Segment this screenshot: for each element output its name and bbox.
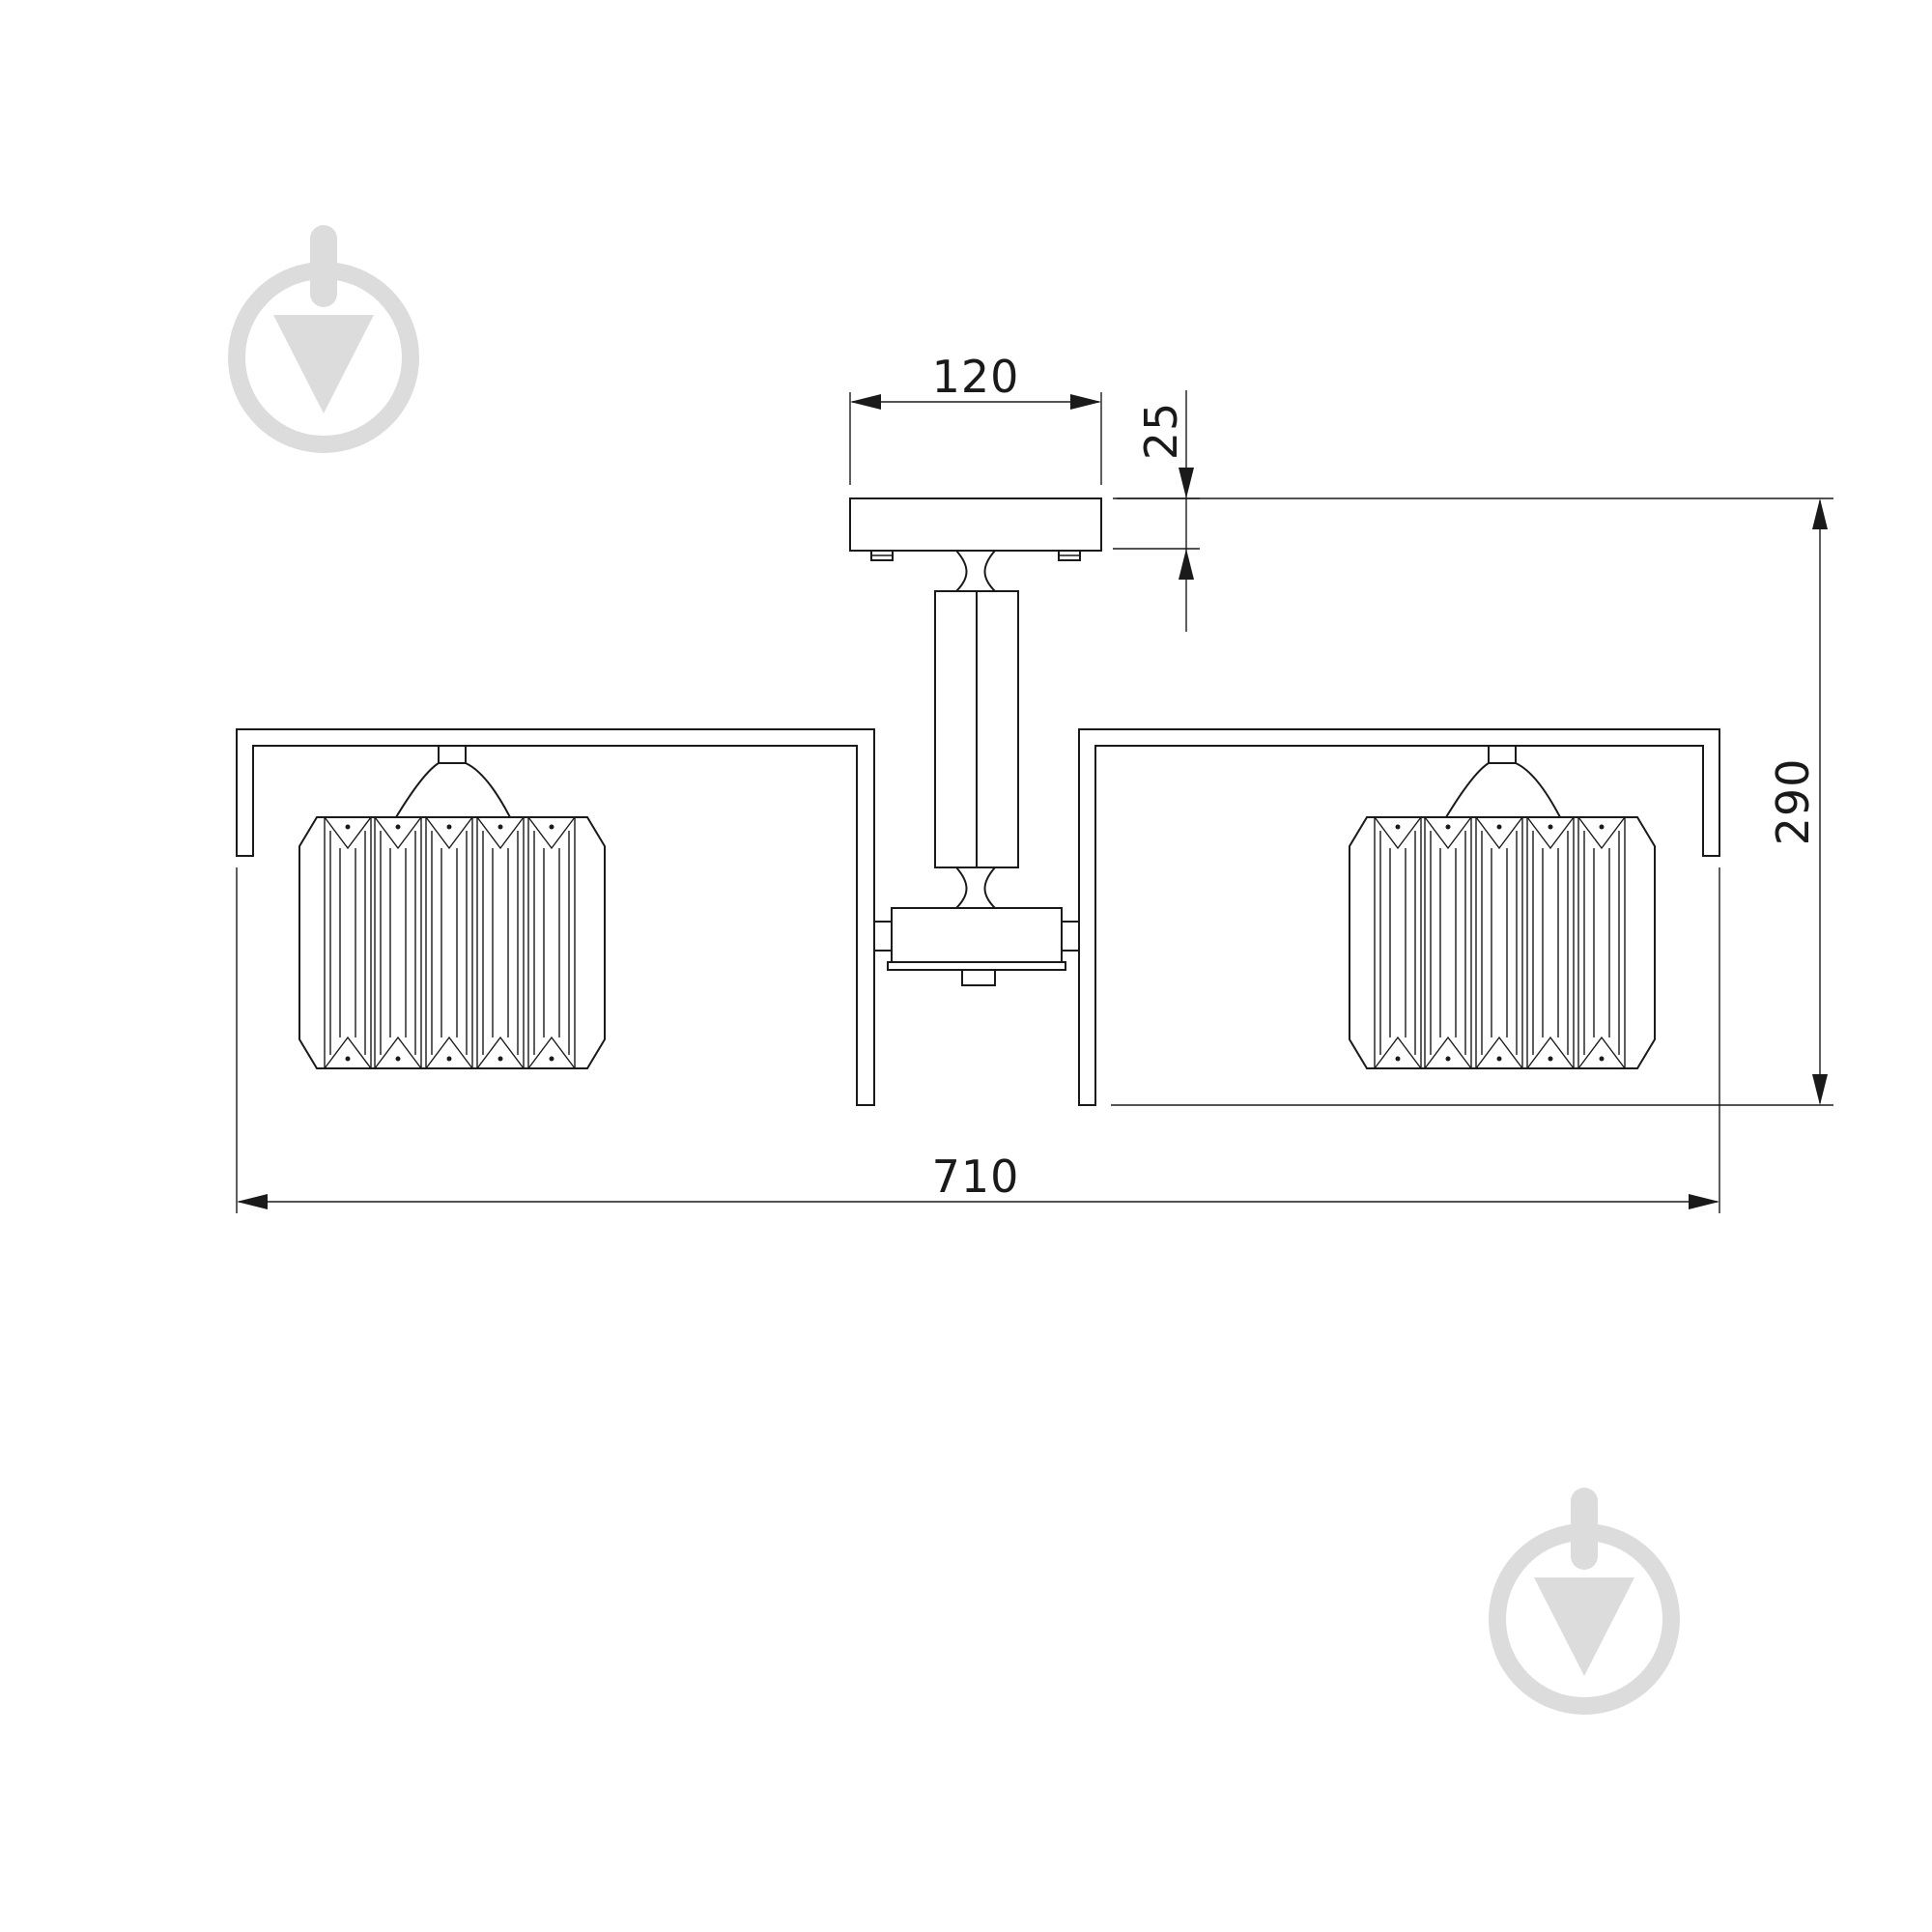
dimension-canopy-width: 120 (849, 351, 1102, 485)
crystal-prism (1577, 816, 1626, 1069)
dimension-label-25: 25 (1135, 402, 1187, 461)
dimension-canopy-height: 25 (1113, 390, 1200, 632)
dimension-total-width: 710 (236, 867, 1720, 1213)
dimension-label-120: 120 (932, 351, 1020, 403)
crystal-prism (1424, 816, 1472, 1069)
right-arm-frame (1078, 728, 1720, 1106)
left-crystal-shade (298, 745, 606, 1069)
ceiling-canopy (849, 497, 1102, 561)
center-stem (934, 550, 1019, 909)
crystal-prism (1475, 816, 1523, 1069)
right-crystal-shade (1349, 745, 1656, 1069)
crystal-prism (1526, 816, 1575, 1069)
crystal-prism (374, 816, 422, 1069)
central-hub (873, 907, 1080, 986)
watermark-logo-top-left-icon (228, 225, 419, 453)
left-arm-frame (236, 728, 875, 1106)
dimension-label-290: 290 (1767, 758, 1819, 846)
watermark-logo-bottom-right-icon (1489, 1488, 1680, 1715)
dimension-total-height: 290 (1111, 497, 1833, 1106)
crystal-prism (425, 816, 473, 1069)
crystal-prism (1374, 816, 1422, 1069)
crystal-prism (476, 816, 525, 1069)
dimension-label-710: 710 (932, 1151, 1020, 1203)
crystal-prism (527, 816, 576, 1069)
crystal-prism (324, 816, 372, 1069)
